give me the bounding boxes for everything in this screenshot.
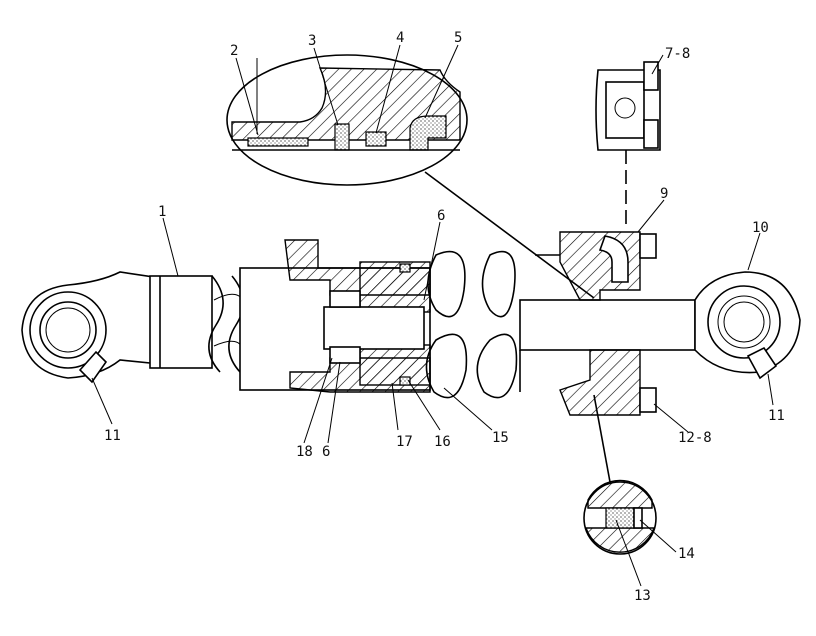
callout-17: 17 <box>396 434 413 450</box>
bolt-detail-view <box>595 61 661 230</box>
callout-3: 3 <box>308 33 316 49</box>
rod-end-eye <box>694 271 801 380</box>
detail-leader-line <box>424 171 595 299</box>
callout-16: 16 <box>434 434 451 450</box>
oring-detail-circle <box>583 394 657 555</box>
callout-15: 15 <box>492 430 509 446</box>
callout-9: 9 <box>660 186 668 202</box>
callout-1: 1 <box>158 204 166 220</box>
callout-18: 18 <box>296 444 313 460</box>
rod-and-head-section <box>519 231 696 416</box>
rod-break-ovals <box>425 250 518 399</box>
leader-lines <box>91 44 774 587</box>
callout-6-top: 6 <box>437 208 445 224</box>
callout-6-bottom: 6 <box>322 444 330 460</box>
callout-12-8: 12-8 <box>678 430 712 446</box>
head-end-rod-eye <box>21 271 213 384</box>
callout-2: 2 <box>230 43 238 59</box>
callout-10: 10 <box>752 220 769 236</box>
callout-11-left: 11 <box>104 428 121 444</box>
cylinder-tube-section <box>239 239 431 393</box>
seal-detail-ellipse <box>226 54 468 186</box>
callout-13: 13 <box>634 588 651 604</box>
callout-14: 14 <box>678 546 695 562</box>
callout-4: 4 <box>396 30 404 46</box>
callout-5: 5 <box>454 30 462 46</box>
callout-7-8: 7-8 <box>665 46 690 62</box>
callout-11-right: 11 <box>768 408 785 424</box>
